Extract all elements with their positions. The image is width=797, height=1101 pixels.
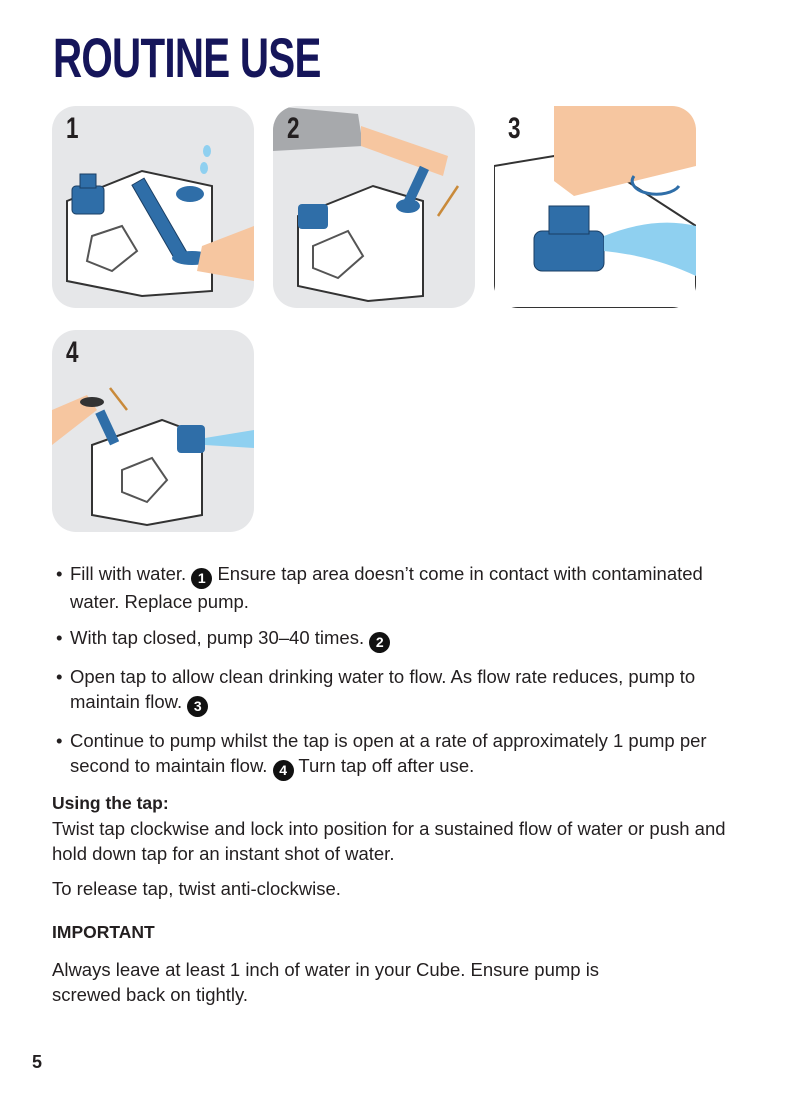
list-item: With tap closed, pump 30–40 times. 2 <box>52 625 752 653</box>
cube-pump-removal-icon <box>66 145 254 298</box>
cube-flow-icon <box>52 387 254 527</box>
step-badge: 4 <box>272 760 294 781</box>
step-number: 1 <box>66 112 79 145</box>
item-text: Continue to pump whilst the tap is open … <box>70 730 707 776</box>
tap-heading: Using the tap: <box>52 793 169 813</box>
tap-section: Using the tap: Twist tap clockwise and l… <box>52 791 752 901</box>
item-text: Open tap to allow clean drinking water t… <box>70 666 696 712</box>
step-badge: 3 <box>187 696 209 717</box>
important-heading: IMPORTANT <box>52 922 155 942</box>
step-4-illustration: 4 <box>52 330 254 532</box>
important-section: IMPORTANT Always leave at least 1 inch o… <box>52 920 752 1007</box>
important-text: Always leave at least 1 inch of water in… <box>52 959 600 1005</box>
step-badge: 2 <box>369 632 391 653</box>
list-item: Continue to pump whilst the tap is open … <box>52 728 752 781</box>
item-text: Fill with water. <box>70 563 187 584</box>
instruction-list: Fill with water. 1 Ensure tap area doesn… <box>52 561 752 792</box>
tap-open-icon <box>494 106 696 308</box>
tap-release-text: To release tap, twist anti-clockwise. <box>52 878 341 899</box>
step-number: 2 <box>287 112 300 145</box>
step-2-illustration: 2 <box>273 106 475 308</box>
item-text: Turn tap off after use. <box>298 755 475 776</box>
item-text: With tap closed, pump 30–40 times. <box>70 627 365 648</box>
list-item: Fill with water. 1 Ensure tap area doesn… <box>52 561 752 614</box>
step-number: 4 <box>66 336 79 369</box>
cube-pumping-icon <box>273 106 460 303</box>
step-number: 3 <box>508 112 521 145</box>
step-3-illustration: 3 <box>494 106 696 308</box>
tap-text: Twist tap clockwise and lock into positi… <box>52 818 726 864</box>
step-badge: 1 <box>191 568 213 589</box>
page-title: ROUTINE USE <box>53 26 321 89</box>
page-number: 5 <box>32 1052 43 1072</box>
step-1-illustration: 1 <box>52 106 254 308</box>
item-text: Ensure tap area doesn’t come in contact … <box>70 563 703 612</box>
list-item: Open tap to allow clean drinking water t… <box>52 664 752 717</box>
